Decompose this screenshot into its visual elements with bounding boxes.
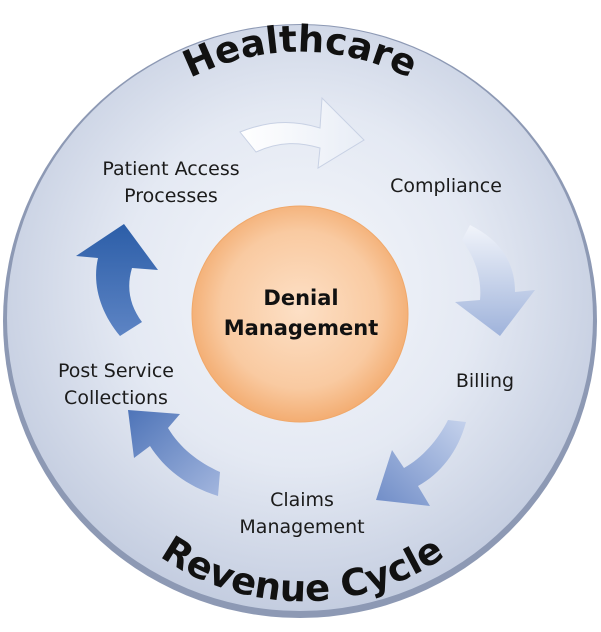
stage-label-line: Claims xyxy=(270,489,334,511)
arrow-billing-to-claims-icon xyxy=(376,420,466,506)
stage-label-claims-management: Claims Management xyxy=(222,487,382,541)
stage-label-line: Compliance xyxy=(390,175,502,197)
stage-label-post-service: Post Service Collections xyxy=(36,358,196,412)
stage-label-patient-access: Patient Access Processes xyxy=(86,156,256,210)
center-title-line1: Denial xyxy=(263,286,339,310)
stage-label-line: Processes xyxy=(124,185,218,207)
arrow-patient-to-compliance-icon xyxy=(239,96,365,169)
stage-label-billing: Billing xyxy=(440,368,530,395)
stage-label-line: Patient Access xyxy=(102,158,240,180)
stage-label-line: Collections xyxy=(64,387,168,409)
center-circle xyxy=(191,205,409,423)
stage-label-line: Billing xyxy=(455,370,515,392)
stage-label-line: Management xyxy=(239,516,365,538)
center-title: Denial Management xyxy=(196,283,406,343)
arrow-claims-to-post-service-icon xyxy=(128,410,220,496)
arrow-post-service-to-patient-icon xyxy=(76,224,158,336)
stage-label-compliance: Compliance xyxy=(376,173,516,200)
center-title-line2: Management xyxy=(223,316,379,340)
arrow-compliance-to-billing-icon xyxy=(455,225,535,336)
stage-label-line: Post Service xyxy=(57,360,174,382)
